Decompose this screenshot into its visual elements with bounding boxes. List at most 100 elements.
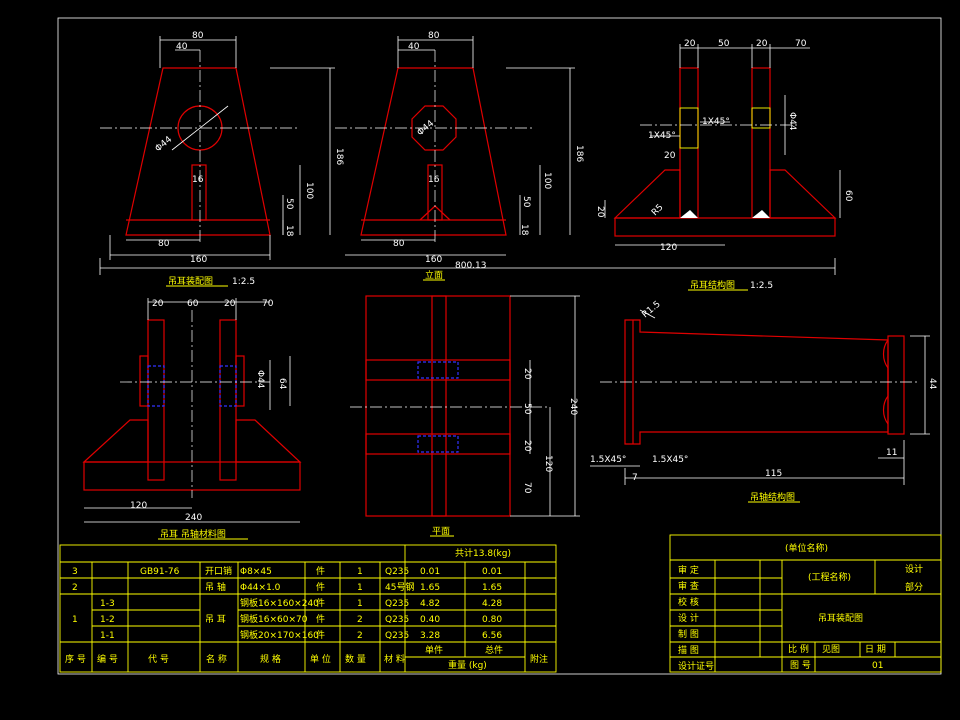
dim-v1-50: 50 [284, 198, 294, 210]
title-org: (单位名称) [785, 542, 828, 554]
bom-cell-unit: 件 [316, 613, 325, 625]
dim-v3-120: 120 [660, 243, 677, 253]
caption-assembly: 吊耳装配图 [168, 275, 213, 287]
dim-v6-15a: 1.5X45° [590, 455, 626, 465]
title-design: 设计 [905, 563, 923, 575]
bom-cell-spec: 钢板16×60×70 [240, 613, 308, 625]
dim-v2-50: 50 [521, 196, 531, 208]
caption-elevation: 立面 [425, 269, 443, 281]
dim-v5-50: 50 [522, 403, 532, 415]
bom-cell-unit_w: 3.28 [420, 631, 440, 641]
title-scale-value: 见图 [822, 644, 840, 655]
bom-header-mat: 材 料 [384, 653, 405, 665]
title-block: (单位名称) (工程名称) 设计 部分 吊耳装配图 比 例 见图 日 期 图 号… [669, 534, 942, 673]
bom-cell-spec: Φ44×1.0 [240, 583, 281, 593]
dim-v4-64: 64 [277, 378, 287, 390]
dim-v3-1x45b: 1X45° [702, 117, 730, 127]
view-assembly-front: 80 40 Φ44 16 100 50 186 18 80 160 [100, 31, 344, 265]
dim-v2-80: 80 [428, 31, 440, 41]
view-captions: 吊耳装配图 1:2.5 立面 吊耳结构图 1:2.5 吊耳 吊轴材料图 平面 吊… [158, 269, 800, 540]
title-project: (工程名称) [808, 571, 851, 583]
title-dwg-no-label: 图 号 [790, 660, 811, 671]
bom-cell-seq: 1 [72, 615, 78, 625]
title-block-label: 审 定 [678, 564, 699, 576]
dim-v3-r5: R5 [650, 203, 666, 219]
bom-total-weight: 共计13.8(kg) [455, 547, 511, 559]
title-part: 部分 [905, 581, 923, 593]
bom-header-qty: 数 量 [345, 653, 366, 665]
bom-cell-unit: 件 [316, 581, 325, 593]
dim-v6-115: 115 [765, 469, 782, 479]
bom-cell-name: 开口销 [205, 565, 232, 577]
bom-header-remark: 附注 [530, 653, 548, 665]
bom-cell-total_w: 0.80 [482, 615, 502, 625]
bom-cell-mat: Q235 [385, 615, 409, 625]
dim-v2-80b: 80 [393, 239, 405, 249]
dim-v4-240: 240 [185, 513, 202, 523]
view-lug-structure: 20 50 20 70 1X45° 1X45° 20 Φ44 60 20 120… [595, 39, 853, 253]
bom-cell-unit_w: 4.82 [420, 599, 440, 609]
dim-v6-44: 44 [927, 378, 937, 390]
bom-cell-unit_w: 0.40 [420, 615, 440, 625]
drawing-frame [57, 17, 942, 675]
bom-cell-total_w: 0.01 [482, 567, 502, 577]
bom-header-code: 代 号 [148, 654, 169, 665]
bom-cell-spec: 钢板20×170×160 [240, 629, 319, 641]
bom-cell-name: 吊 耳 [205, 614, 226, 625]
bom-cell-mat: Q235 [385, 599, 409, 609]
bom-cell-unit_w: 0.01 [420, 567, 440, 577]
dim-v2-40: 40 [408, 42, 420, 52]
dim-v1-phi44: Φ44 [154, 135, 175, 155]
dim-v5-20a: 20 [522, 368, 532, 380]
bom-header-unit: 单 位 [310, 653, 331, 665]
dim-v1-186: 186 [334, 148, 344, 165]
dim-v6-r15: R1.5 [641, 299, 663, 320]
bom-cell-qty: 1 [357, 583, 363, 593]
dim-v1-160: 160 [190, 255, 207, 265]
dim-v4-120: 120 [130, 501, 147, 511]
caption-pin-structure: 吊轴结构图 [750, 491, 795, 503]
title-block-label: 制 图 [678, 628, 699, 640]
bom-header-weight: 重量 (kg) [448, 659, 487, 671]
dim-v3-20a: 20 [684, 39, 696, 49]
dim-v2-16: 16 [428, 175, 440, 185]
dim-v1-16: 16 [192, 175, 204, 185]
dim-v3-20d: 20 [595, 206, 605, 218]
bom-cell-code: GB91-76 [140, 567, 180, 577]
dim-v6-7: 7 [632, 473, 638, 483]
dim-v4-20b: 20 [224, 299, 236, 309]
bom-cell-name: 吊 轴 [205, 581, 226, 593]
bom-cell-qty: 1 [357, 599, 363, 609]
bom-cell-unit: 件 [316, 597, 325, 609]
dim-v3-phi44: Φ44 [787, 112, 797, 131]
bom-header-seq: 序 号 [65, 653, 86, 665]
title-date-label: 日 期 [865, 644, 886, 655]
bom-cell-unit: 件 [316, 629, 325, 641]
dim-v1-18: 18 [284, 225, 294, 237]
title-drawing-name: 吊耳装配图 [818, 612, 863, 624]
view-lug-pin-material: 20 60 20 70 Φ44 64 120 240 [82, 298, 302, 523]
bom-header-unit-weight: 单件 [425, 644, 443, 656]
caption-lug-structure: 吊耳结构图 [690, 279, 735, 291]
dim-v3-20c: 20 [664, 151, 676, 161]
bom-cell-unit: 件 [316, 565, 325, 577]
dim-v5-70: 70 [522, 482, 532, 494]
bom-header-spec: 规 格 [260, 653, 281, 665]
bom-header-total-weight: 总件 [485, 644, 503, 656]
bom-cell-no: 1-2 [100, 615, 115, 625]
dim-v2-186: 186 [574, 145, 584, 162]
bom-cell-seq: 3 [72, 567, 78, 577]
title-scale-label: 比 例 [788, 643, 809, 655]
title-block-label: 描 图 [678, 644, 699, 656]
dim-v1-100: 100 [304, 182, 314, 199]
view-pin-structure: R1.5 44 1.5X45° 1.5X45° 7 115 11 [590, 299, 937, 485]
bom-cell-mat: 45号钢 [385, 581, 414, 593]
dim-v1-40: 40 [176, 42, 188, 52]
caption-lug-structure-scale: 1:2.5 [750, 281, 773, 291]
title-block-label: 审 查 [678, 580, 699, 592]
caption-assembly-scale: 1:2.5 [232, 277, 255, 287]
bom-cell-qty: 2 [357, 631, 363, 641]
bom-cell-spec: 钢板16×160×240 [240, 597, 319, 609]
